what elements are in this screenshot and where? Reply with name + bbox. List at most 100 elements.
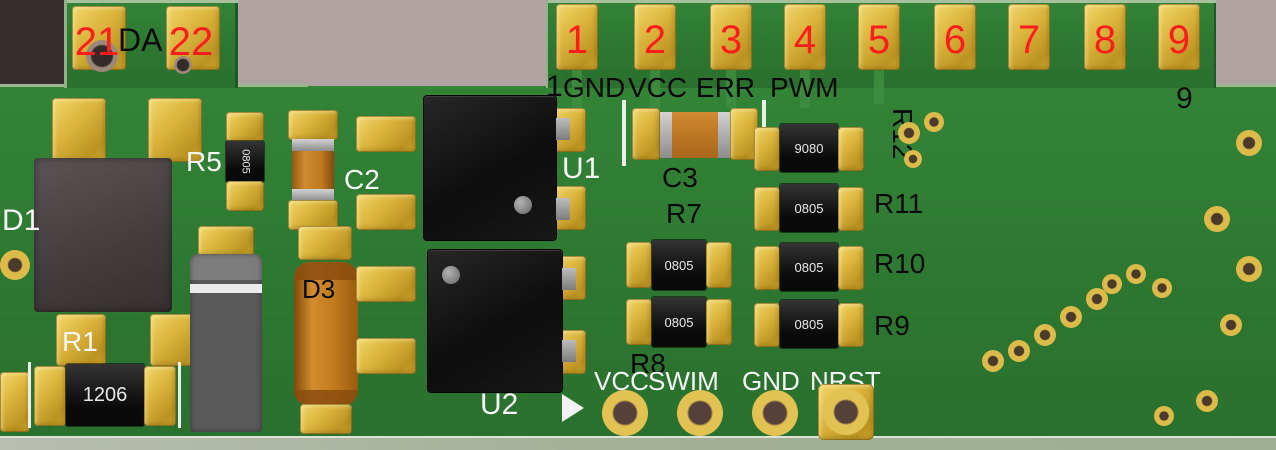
pad-5 [858,4,900,70]
pin-number-8: 8 [1093,18,1117,62]
component-transistor [190,254,262,432]
component-d3 [294,262,358,406]
through-hole-vcc [602,390,648,436]
refdes-r5: R5 [186,146,222,177]
pin-number-22: 22 [168,20,214,64]
via [1102,274,1122,294]
pad-4 [784,4,826,70]
left-tab-label: DA [118,22,163,58]
pin1-arrow-icon [562,394,584,422]
pad [754,127,780,171]
pin-number-2: 2 [643,18,667,62]
capacitor-terminal [292,189,334,201]
pad-1 [556,4,598,70]
refdes-r8: R8 [630,348,666,379]
trace [572,70,582,108]
pad [356,194,416,230]
pin-number-3: 3 [719,18,743,62]
pad [34,366,66,426]
signal-err: ERR [696,72,756,103]
pad [838,246,864,290]
through-hole-nrst [823,389,869,435]
pad [626,242,652,288]
pin-number-4: 4 [793,18,817,62]
component-r12: 9080 [780,124,838,172]
pin1-dot [514,196,532,214]
trace [800,70,810,108]
component-d3-band [294,262,358,280]
capacitor-terminal [292,139,334,151]
pad [706,242,732,288]
pad [288,110,338,140]
via [1008,340,1030,362]
through-hole-gnd [752,390,798,436]
pad [356,338,416,374]
pad [706,299,732,345]
component-d3-band [294,390,358,406]
refdes-u2: U2 [480,388,519,421]
via [1034,324,1056,346]
trace [726,70,736,108]
via [1196,390,1218,412]
component-r7: 0805 [652,240,706,290]
silkscreen-line [28,362,31,428]
corner-shadow [0,0,64,86]
ic-pin [556,118,570,140]
pin-number-21: 21 [74,20,120,64]
drill-hole [174,56,192,74]
pad [838,127,864,171]
pad [56,314,106,366]
board-top-edge [1216,84,1276,87]
pad [0,372,30,432]
refdes-d3: D3 [302,274,336,304]
component-r11: 0805 [780,184,838,232]
refdes-r10: R10 [874,248,926,279]
pad [754,246,780,290]
refdes-d1: D1 [2,204,41,237]
component-d1 [34,158,172,312]
refdes-r1: R1 [62,326,98,357]
pin-number-9: 9 [1167,18,1191,62]
capacitor-terminal [718,112,730,158]
via [1060,306,1082,328]
refdes-r9: R9 [874,310,910,341]
chip-marking-r1: 1206 [82,384,128,406]
component-c2 [292,151,334,189]
refdes-c3: C3 [662,162,698,193]
via [0,250,30,280]
component-r10: 0805 [780,243,838,291]
pin-number-1: 1 [565,18,589,62]
pad [838,187,864,231]
pin-number-5: 5 [867,18,891,62]
refdes-r11: R11 [874,188,924,219]
trace [650,70,660,108]
pad-8 [1084,4,1126,70]
pad [298,226,352,260]
pad [754,187,780,231]
pad [626,299,652,345]
pad-9 [1158,4,1200,70]
signal-gnd: GND [563,72,626,103]
via [1204,206,1230,232]
ic-pin [562,340,576,362]
pad [356,266,416,302]
refdes-u1: U1 [562,152,601,185]
chip-marking-r7: 0805 [664,257,694,273]
via [1086,288,1108,310]
pad [730,108,758,160]
pin9-marker: 9 [1176,82,1193,115]
pad [148,98,202,162]
ic-pin [562,268,576,290]
via [982,350,1004,372]
via [1236,256,1262,282]
pin1-dot [442,266,460,284]
signal-vcc: VCC [628,72,688,103]
pin-number-7: 7 [1017,18,1041,62]
through-hole-swim [677,390,723,436]
pad [226,112,264,142]
pad [754,303,780,347]
via [1220,314,1242,336]
header-label-vcc: VCC [594,366,649,396]
silkscreen-line [622,100,626,166]
pad-2 [634,4,676,70]
